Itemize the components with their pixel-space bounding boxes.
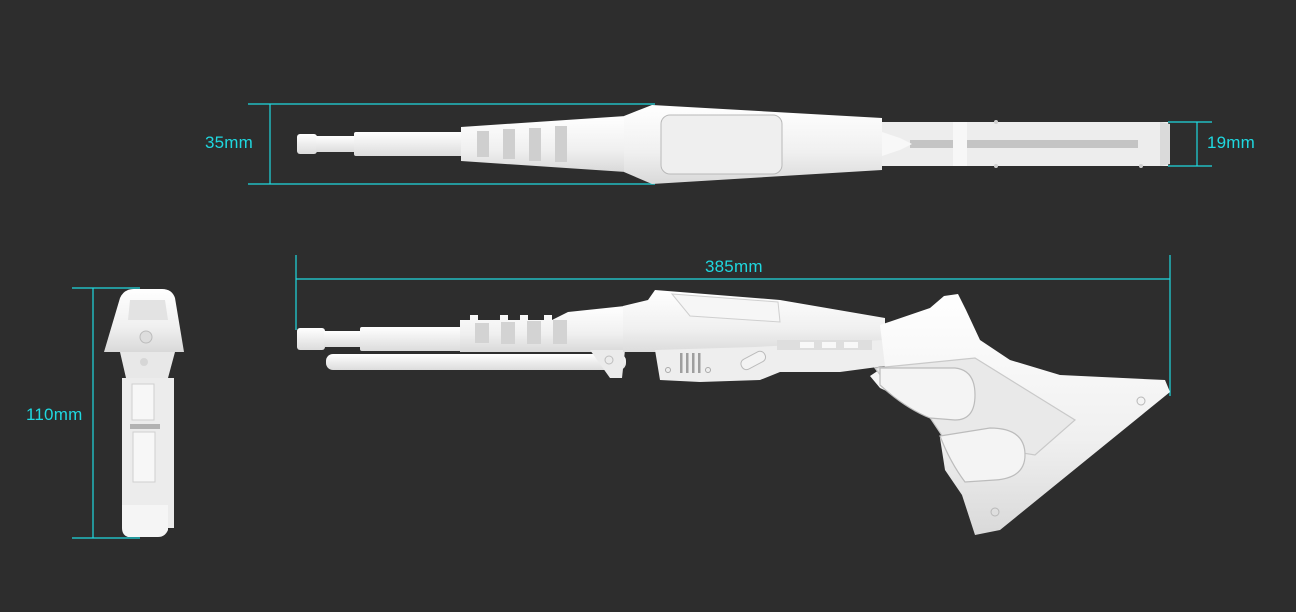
dimension-385mm-lines: [295, 255, 1171, 396]
rear-view: [72, 287, 184, 539]
dimension-label-35mm: 35mm: [205, 133, 254, 152]
dimension-label-19mm: 19mm: [1207, 133, 1256, 152]
dimension-label-385mm: 385mm: [705, 257, 763, 276]
side-view: [295, 255, 1171, 535]
top-view: [248, 103, 1212, 185]
dimension-19mm-lines: [1168, 121, 1212, 167]
dimension-label-110mm: 110mm: [26, 405, 83, 424]
dimension-35mm-lines: [248, 103, 655, 185]
dimension-110mm-lines: [72, 287, 140, 539]
